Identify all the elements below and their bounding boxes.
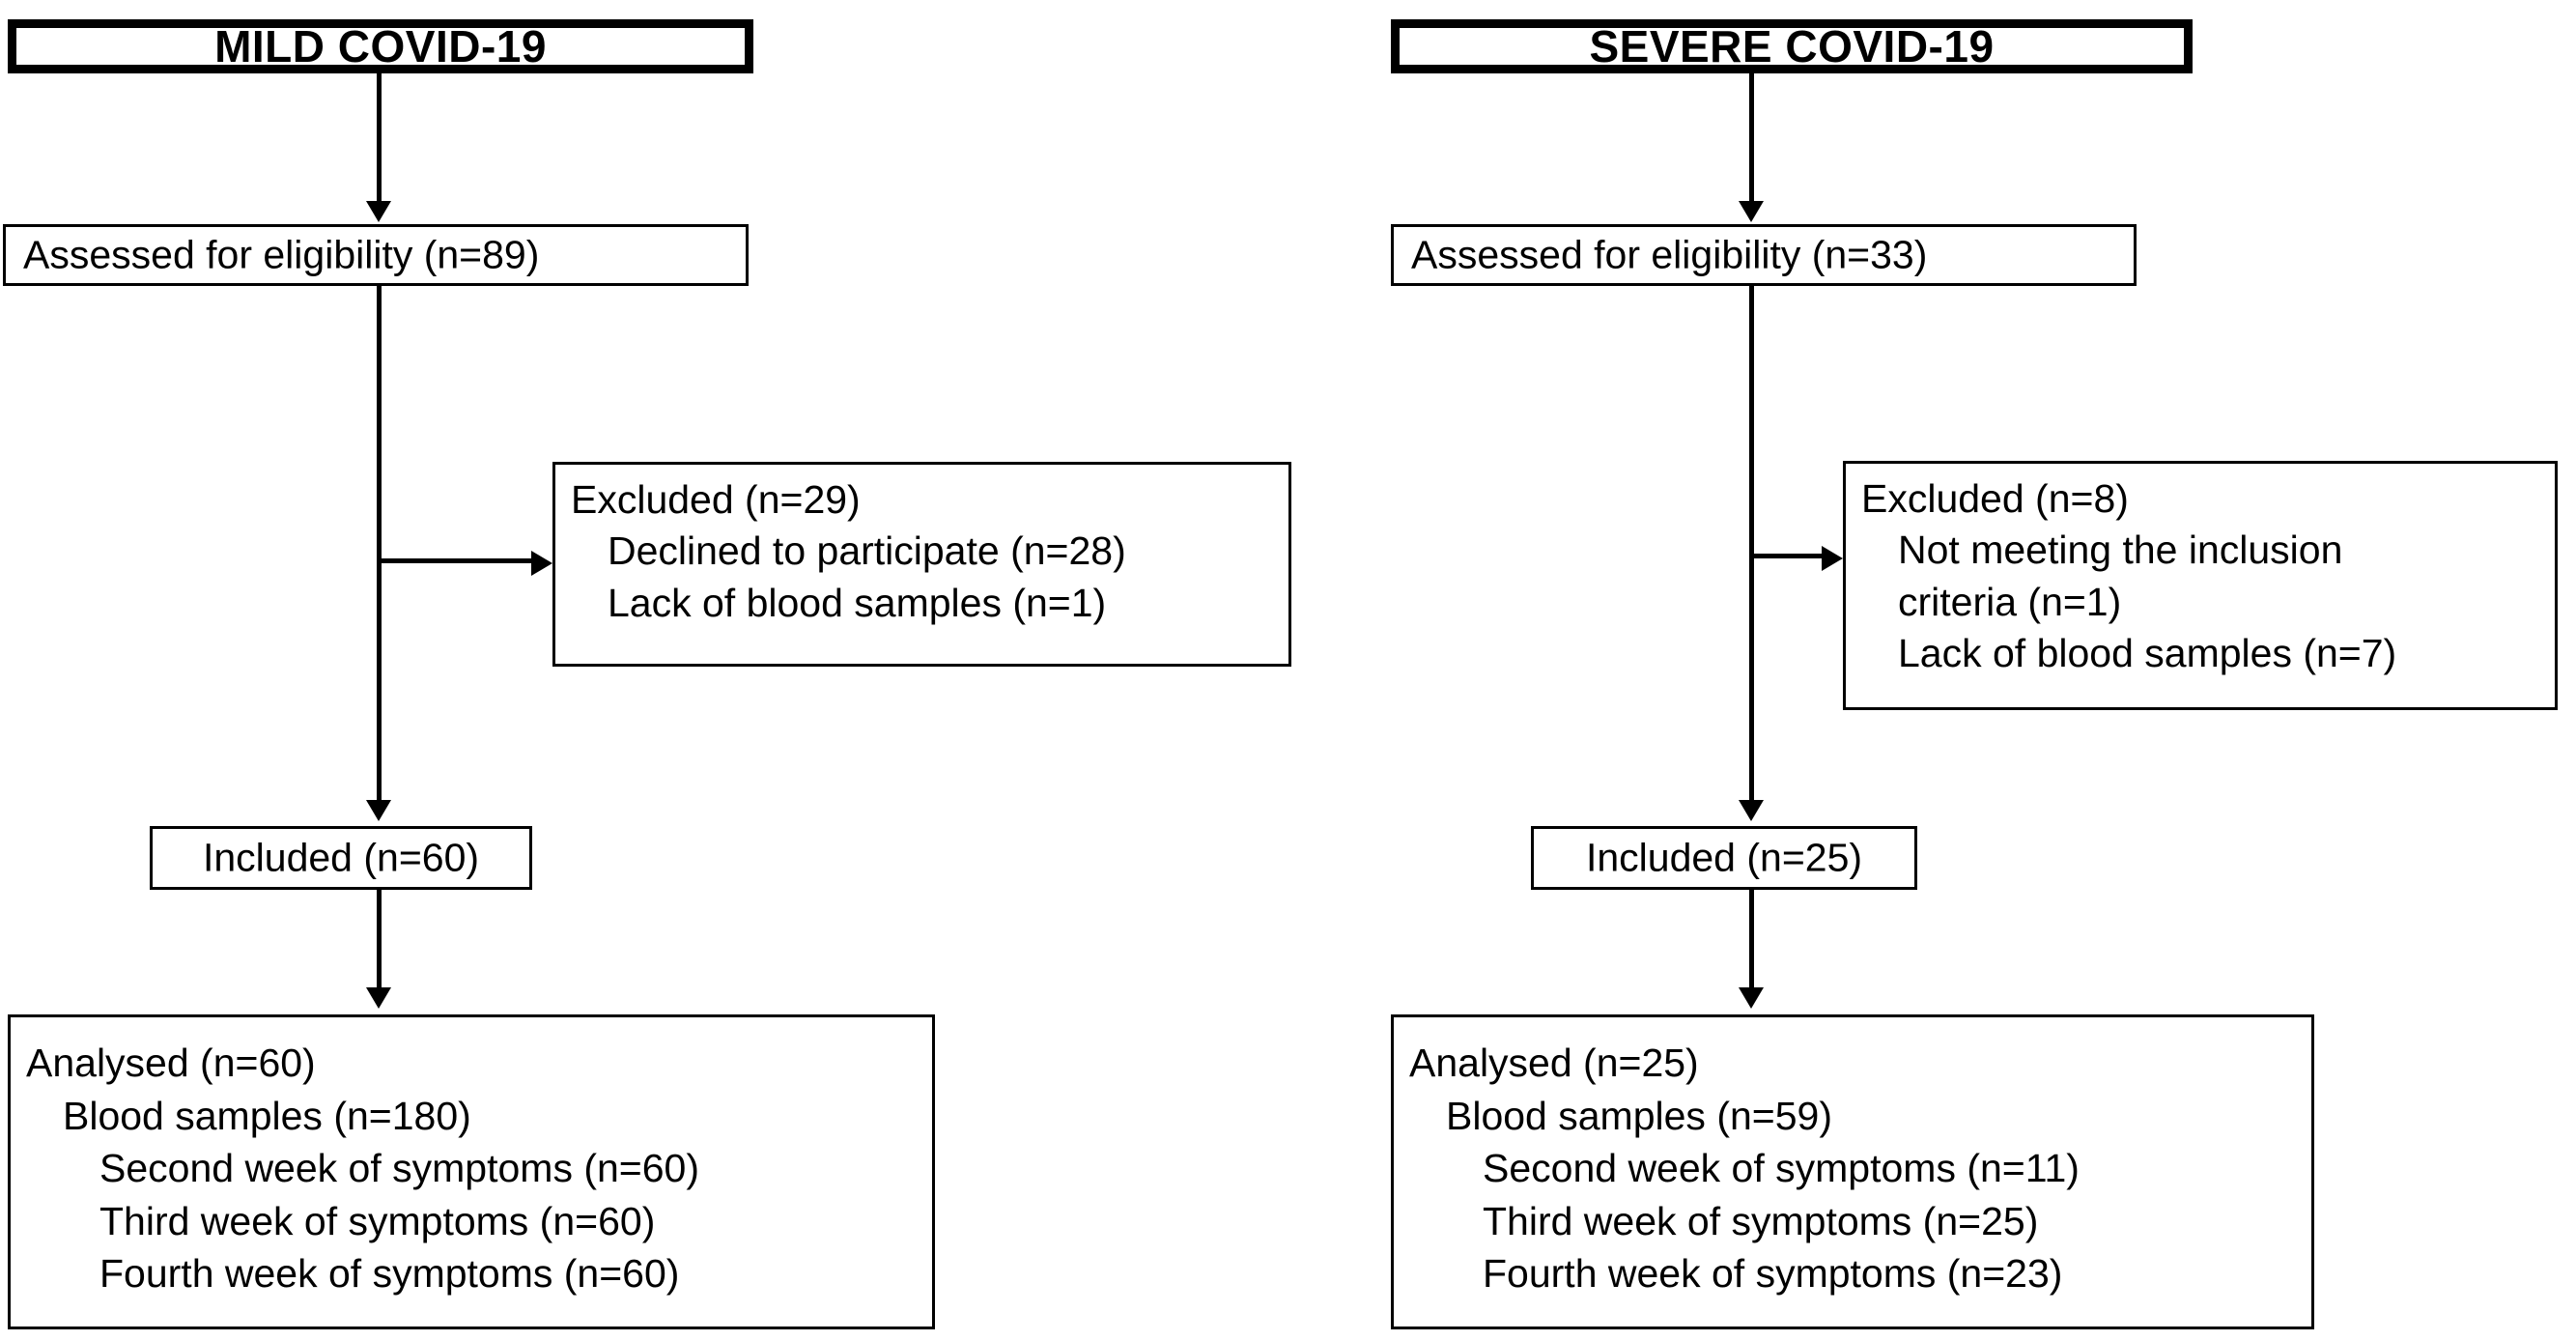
mild-assessed-text: Assessed for eligibility (n=89) <box>23 232 540 277</box>
severe-analysed-blood-samples: Blood samples (n=59) <box>1446 1093 1832 1138</box>
severe-excluded-heading: Excluded (n=8) <box>1861 476 2129 521</box>
severe-connector-title-to-assessed <box>1749 73 1754 203</box>
mild-analysed-timepoint-1: Second week of symptoms (n=60) <box>99 1146 699 1191</box>
severe-analysed-box: Analysed (n=25) Blood samples (n=59) Sec… <box>1391 1014 2314 1329</box>
mild-analysed-lines: Analysed (n=60) Blood samples (n=180) Se… <box>11 1017 932 1327</box>
severe-excluded-reason-2: Lack of blood samples (n=7) <box>1898 630 2397 675</box>
mild-arrowhead-included-to-analysed <box>366 987 391 1009</box>
mild-excluded-box: Excluded (n=29) Declined to participate … <box>552 462 1291 667</box>
mild-analysed-box: Analysed (n=60) Blood samples (n=180) Se… <box>8 1014 935 1329</box>
severe-arrowhead-trunk-to-included <box>1739 800 1764 821</box>
severe-trunk-line <box>1749 286 1754 802</box>
severe-connector-included-to-analysed <box>1749 890 1754 990</box>
mild-title-text: MILD COVID-19 <box>214 21 547 71</box>
severe-arrowhead-included-to-analysed <box>1739 987 1764 1009</box>
severe-title-box: SEVERE COVID-19 <box>1391 19 2193 73</box>
mild-arrowhead-title-to-assessed <box>366 201 391 222</box>
mild-connector-title-to-assessed <box>377 73 382 203</box>
severe-assessed-box: Assessed for eligibility (n=33) <box>1391 224 2137 286</box>
mild-analysed-timepoint-2: Third week of symptoms (n=60) <box>99 1198 656 1243</box>
mild-excluded-lines: Excluded (n=29) Declined to participate … <box>555 465 1288 664</box>
mild-trunk-line <box>377 286 382 802</box>
mild-branch-line-to-excluded <box>379 558 533 563</box>
severe-included-box: Included (n=25) <box>1531 826 1917 890</box>
mild-title-box: MILD COVID-19 <box>8 19 753 73</box>
severe-title-text: SEVERE COVID-19 <box>1589 21 1995 71</box>
severe-branch-line-to-excluded <box>1751 554 1824 558</box>
mild-connector-included-to-analysed <box>377 890 382 990</box>
mild-excluded-heading: Excluded (n=29) <box>571 477 861 522</box>
severe-analysed-timepoint-1: Second week of symptoms (n=11) <box>1483 1146 2080 1191</box>
severe-excluded-box: Excluded (n=8) Not meeting the inclusion… <box>1843 461 2558 710</box>
severe-excluded-lines: Excluded (n=8) Not meeting the inclusion… <box>1846 464 2555 707</box>
severe-analysed-heading: Analysed (n=25) <box>1409 1041 1699 1085</box>
mild-analysed-heading: Analysed (n=60) <box>26 1041 316 1085</box>
severe-analysed-timepoint-3: Fourth week of symptoms (n=23) <box>1483 1251 2063 1297</box>
mild-assessed-box: Assessed for eligibility (n=89) <box>3 224 749 286</box>
severe-analysed-timepoint-2: Third week of symptoms (n=25) <box>1483 1198 2039 1243</box>
mild-arrowhead-trunk-to-included <box>366 800 391 821</box>
severe-arrowhead-title-to-assessed <box>1739 201 1764 222</box>
mild-excluded-reason-1: Declined to participate (n=28) <box>608 528 1126 574</box>
mild-analysed-timepoint-3: Fourth week of symptoms (n=60) <box>99 1251 680 1297</box>
severe-included-text: Included (n=25) <box>1585 835 1863 880</box>
severe-excluded-reason-1: Not meeting the inclusion criteria (n=1) <box>1898 528 2343 624</box>
mild-excluded-reason-2: Lack of blood samples (n=1) <box>608 580 1107 625</box>
severe-analysed-lines: Analysed (n=25) Blood samples (n=59) Sec… <box>1394 1017 2311 1327</box>
severe-arrowhead-to-excluded <box>1822 546 1843 571</box>
mild-included-text: Included (n=60) <box>202 835 480 880</box>
mild-arrowhead-to-excluded <box>531 551 552 576</box>
mild-included-box: Included (n=60) <box>150 826 532 890</box>
severe-assessed-text: Assessed for eligibility (n=33) <box>1411 232 1928 277</box>
mild-analysed-blood-samples: Blood samples (n=180) <box>63 1093 471 1138</box>
